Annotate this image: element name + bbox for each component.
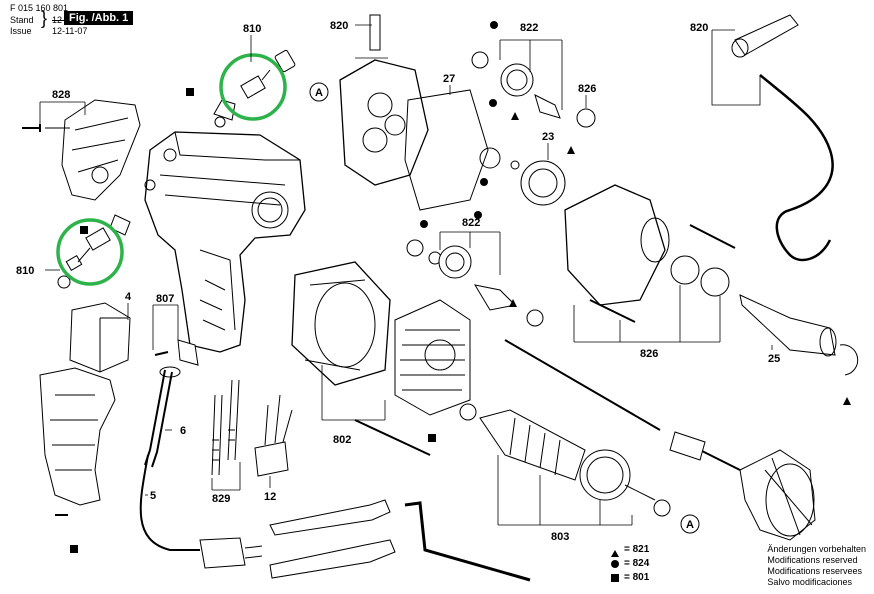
label-826-bottom: 826 bbox=[640, 348, 658, 360]
mixing-rod bbox=[504, 339, 741, 471]
label-a-right: A bbox=[686, 519, 694, 531]
brace: } bbox=[41, 8, 48, 28]
legend-801: 801 bbox=[632, 572, 650, 583]
label-822-top: 822 bbox=[520, 22, 538, 34]
legend-eq-1: = bbox=[624, 544, 630, 555]
legend-markers bbox=[70, 21, 851, 582]
label-807: 807 bbox=[156, 293, 174, 305]
label-803: 803 bbox=[551, 531, 569, 543]
leader-lines bbox=[39, 24, 773, 526]
label-23: 23 bbox=[542, 131, 554, 143]
gearbox-826 bbox=[564, 184, 736, 323]
spindle-25 bbox=[739, 294, 859, 376]
label-25: 25 bbox=[768, 353, 780, 365]
mixing-paddle bbox=[739, 449, 816, 541]
legend-eq-2: = bbox=[624, 558, 630, 569]
highlight-ring-left bbox=[56, 218, 124, 286]
stand-label: Stand bbox=[10, 15, 34, 25]
label-27: 27 bbox=[443, 73, 455, 85]
wrenches bbox=[269, 499, 531, 582]
cable-assembly bbox=[139, 366, 263, 569]
label-6: 6 bbox=[180, 425, 186, 437]
springs-829 bbox=[211, 379, 240, 476]
label-a-left: A bbox=[315, 87, 323, 99]
marker-a-left bbox=[309, 82, 329, 102]
stand-value: 12-09 bbox=[52, 15, 75, 26]
note-en: Modifications reserved bbox=[767, 555, 858, 565]
legend-triangle-row: = 821 bbox=[624, 544, 649, 555]
label-4: 4 bbox=[125, 291, 132, 303]
label-5: 5 bbox=[150, 490, 156, 502]
label-810-left: 810 bbox=[16, 265, 34, 277]
label-802: 802 bbox=[333, 434, 351, 446]
label-822-lower: 822 bbox=[462, 217, 480, 229]
armature-803 bbox=[459, 403, 671, 517]
note-es: Salvo modificaciones bbox=[767, 577, 852, 587]
note-de: Änderungen vorbehalten bbox=[767, 544, 866, 554]
label-12: 12 bbox=[264, 491, 276, 503]
legend-821: 821 bbox=[632, 544, 650, 555]
legend-circle-row: = 824 bbox=[624, 558, 649, 569]
suppressor-12 bbox=[254, 394, 293, 477]
figure-label: Fig. /Abb. 1 bbox=[64, 11, 134, 25]
label-820-right: 820 bbox=[690, 22, 708, 34]
switch-4 bbox=[69, 302, 131, 373]
legend-eq-3: = bbox=[624, 572, 630, 583]
cable-clamp-807 bbox=[154, 339, 199, 366]
label-820-top: 820 bbox=[330, 20, 348, 32]
marker-a-right bbox=[680, 514, 700, 534]
extension-bar-820 bbox=[731, 14, 834, 262]
issue-value: 12-11-07 bbox=[52, 26, 88, 36]
handle-cover bbox=[39, 367, 116, 516]
doc-number: F 015 160 801 bbox=[10, 3, 69, 13]
label-810-top: 810 bbox=[243, 23, 261, 35]
gear-set-822-lower bbox=[406, 239, 544, 327]
legend-824: 824 bbox=[632, 558, 650, 569]
label-826-top: 826 bbox=[578, 83, 596, 95]
legend-square-row: = 801 bbox=[624, 572, 649, 583]
side-cover-828 bbox=[22, 99, 141, 201]
bearing-flange-27 bbox=[339, 14, 489, 211]
issue-label: Issue bbox=[10, 26, 32, 36]
main-housing bbox=[144, 131, 306, 353]
fan-housing bbox=[394, 299, 471, 416]
modification-notes: Änderungen vorbehalten Modifications res… bbox=[767, 544, 866, 588]
label-828: 828 bbox=[52, 89, 70, 101]
note-fr: Modifications reservees bbox=[767, 566, 862, 576]
brush-set-top bbox=[213, 49, 296, 128]
field-stator-802 bbox=[291, 261, 431, 456]
gear-set-822-top bbox=[471, 51, 596, 206]
highlight-ring-top bbox=[219, 53, 287, 121]
label-829: 829 bbox=[212, 493, 230, 505]
